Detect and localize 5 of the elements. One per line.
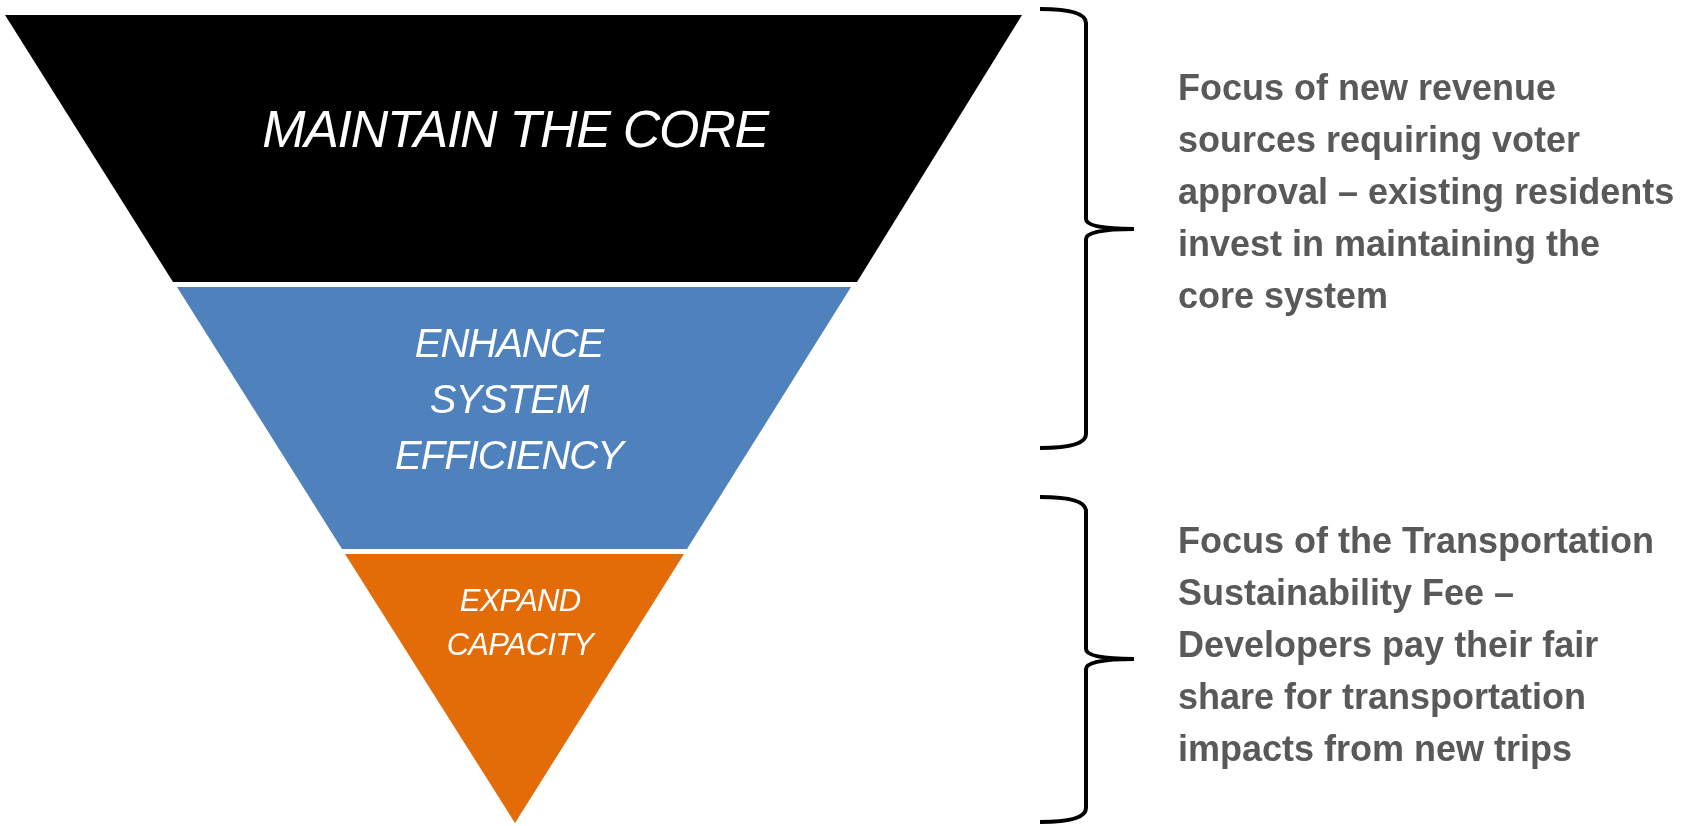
band-label: EXPAND CAPACITY xyxy=(445,582,597,664)
band-label: ENHANCE SYSTEM EFFICIENCY xyxy=(344,315,674,483)
note-text: Focus of the Transportation Sustainability Fee – Developers pay their fair share for transportation impacts from new trips xyxy=(1178,519,1655,771)
note-text: Focus of new revenue sources requiring voter approval – existing residents invest in maintaining the core system xyxy=(1178,66,1676,318)
band-label: MAINTAIN THE CORE xyxy=(261,100,771,158)
